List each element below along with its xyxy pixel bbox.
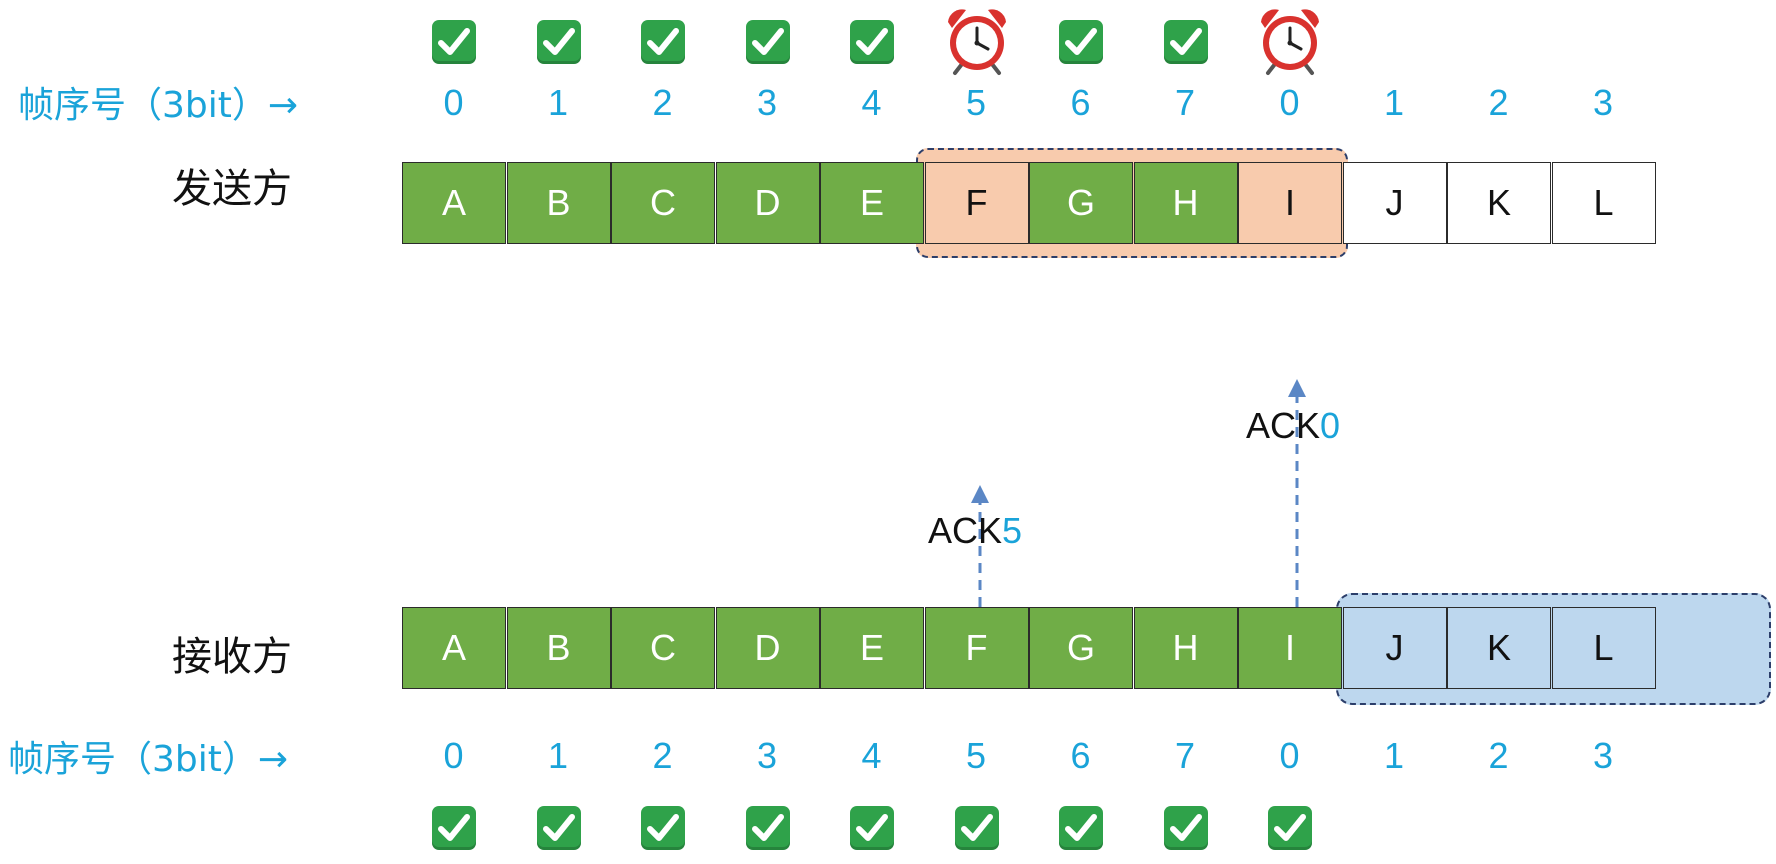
sender-frame-d: D: [715, 162, 820, 244]
sender-seq-number: 0: [443, 82, 464, 123]
check-icon: [745, 20, 790, 64]
receiver-title: 接收方: [172, 634, 292, 680]
check-icon: [1163, 806, 1208, 850]
ack0-number: 0: [1320, 405, 1341, 446]
sender-seq-number: 5: [965, 82, 987, 123]
receiver-frame-j: J: [1342, 607, 1447, 689]
check-icon: [850, 806, 894, 850]
receiver-frame-e: E: [820, 607, 924, 689]
sender-seq-number: 0: [1279, 82, 1300, 123]
receiver-frame-c: C: [611, 607, 715, 689]
ack-label-5: ACK5: [928, 510, 1022, 552]
check-icon: [745, 806, 790, 850]
check-icon: [536, 20, 581, 64]
receiver-seq-label: 帧序号（3bit）→: [8, 739, 289, 780]
check-icon: [641, 806, 685, 850]
receiver-seq-number: 7: [1174, 735, 1196, 776]
sender-frame-b: B: [506, 162, 611, 244]
check-icon: [1059, 806, 1103, 850]
receiver-frame-d: D: [715, 607, 820, 689]
sender-frame-j: J: [1342, 162, 1447, 244]
check-icon: [432, 806, 476, 850]
sender-seq-label: 帧序号（3bit）→: [18, 85, 299, 126]
sender-frame-h: H: [1133, 162, 1238, 244]
ack-label-0: ACK0: [1246, 405, 1340, 447]
check-icon: [1059, 20, 1103, 64]
alarm-clock-icon: [942, 4, 1012, 76]
receiver-seq-number: 5: [965, 735, 987, 776]
sender-frame-c: C: [611, 162, 715, 244]
sender-frame-l: L: [1551, 162, 1656, 244]
sender-frame-a: A: [402, 162, 506, 244]
receiver-seq-number: 1: [547, 735, 569, 776]
receiver-seq-number: 0: [443, 735, 464, 776]
receiver-frame-i: I: [1238, 607, 1342, 689]
receiver-frame-l: L: [1551, 607, 1656, 689]
receiver-frame-b: B: [506, 607, 611, 689]
ack5-number: 5: [1002, 510, 1023, 551]
receiver-seq-number: 2: [652, 735, 673, 776]
sender-frame-g: G: [1029, 162, 1133, 244]
check-icon: [850, 20, 894, 64]
receiver-seq-number: 3: [756, 735, 778, 776]
check-icon: [641, 20, 685, 64]
check-icon: [1163, 20, 1208, 64]
sender-seq-number: 2: [1488, 82, 1509, 123]
sender-title: 发送方: [172, 166, 292, 212]
alarm-clock-icon: [1255, 4, 1325, 76]
receiver-seq-number: 0: [1279, 735, 1300, 776]
sender-seq-number: 3: [756, 82, 778, 123]
sender-seq-number: 6: [1070, 82, 1091, 123]
receiver-frame-g: G: [1029, 607, 1133, 689]
receiver-frame-f: F: [924, 607, 1029, 689]
receiver-seq-number: 3: [1592, 735, 1614, 776]
receiver-frame-k: K: [1447, 607, 1551, 689]
ack0-prefix: ACK: [1246, 405, 1321, 446]
receiver-seq-number: 6: [1070, 735, 1091, 776]
sender-seq-number: 2: [652, 82, 673, 123]
check-icon: [954, 806, 999, 850]
receiver-seq-number: 2: [1488, 735, 1509, 776]
check-icon: [1268, 806, 1312, 850]
sender-frame-e: E: [820, 162, 924, 244]
sender-frame-f: F: [924, 162, 1029, 244]
check-icon: [432, 20, 476, 64]
sender-frame-k: K: [1447, 162, 1551, 244]
sender-seq-number: 7: [1174, 82, 1196, 123]
receiver-seq-number: 4: [861, 735, 882, 776]
ack5-prefix: ACK: [928, 510, 1003, 551]
sender-seq-number: 1: [1383, 82, 1405, 123]
receiver-frame-a: A: [402, 607, 506, 689]
sender-frame-i: I: [1238, 162, 1342, 244]
sender-seq-number: 1: [547, 82, 569, 123]
check-icon: [536, 806, 581, 850]
sender-seq-number: 4: [861, 82, 882, 123]
sender-seq-number: 3: [1592, 82, 1614, 123]
receiver-seq-number: 1: [1383, 735, 1405, 776]
receiver-frame-h: H: [1133, 607, 1238, 689]
